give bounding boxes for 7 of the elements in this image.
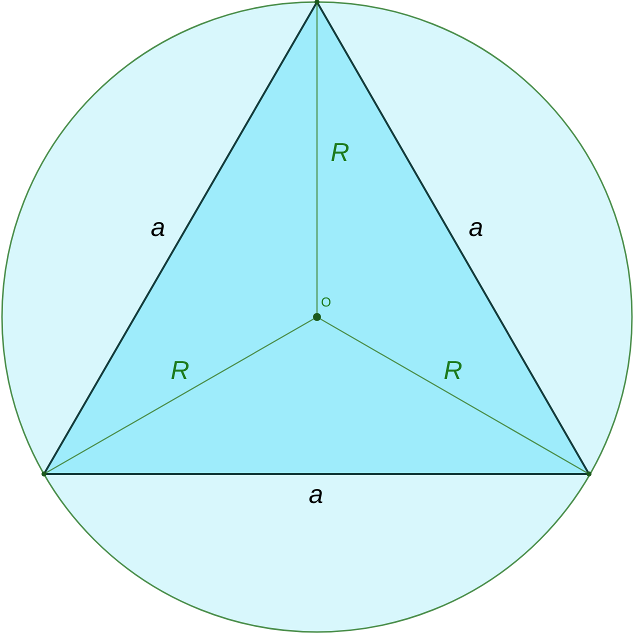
radius-label: R — [330, 139, 350, 165]
side-label: a — [308, 481, 324, 507]
center-label: O — [320, 296, 332, 308]
side-label: a — [150, 214, 166, 240]
radius-label: R — [170, 357, 190, 383]
radius-label: R — [444, 357, 462, 383]
side-label: a — [468, 214, 484, 240]
